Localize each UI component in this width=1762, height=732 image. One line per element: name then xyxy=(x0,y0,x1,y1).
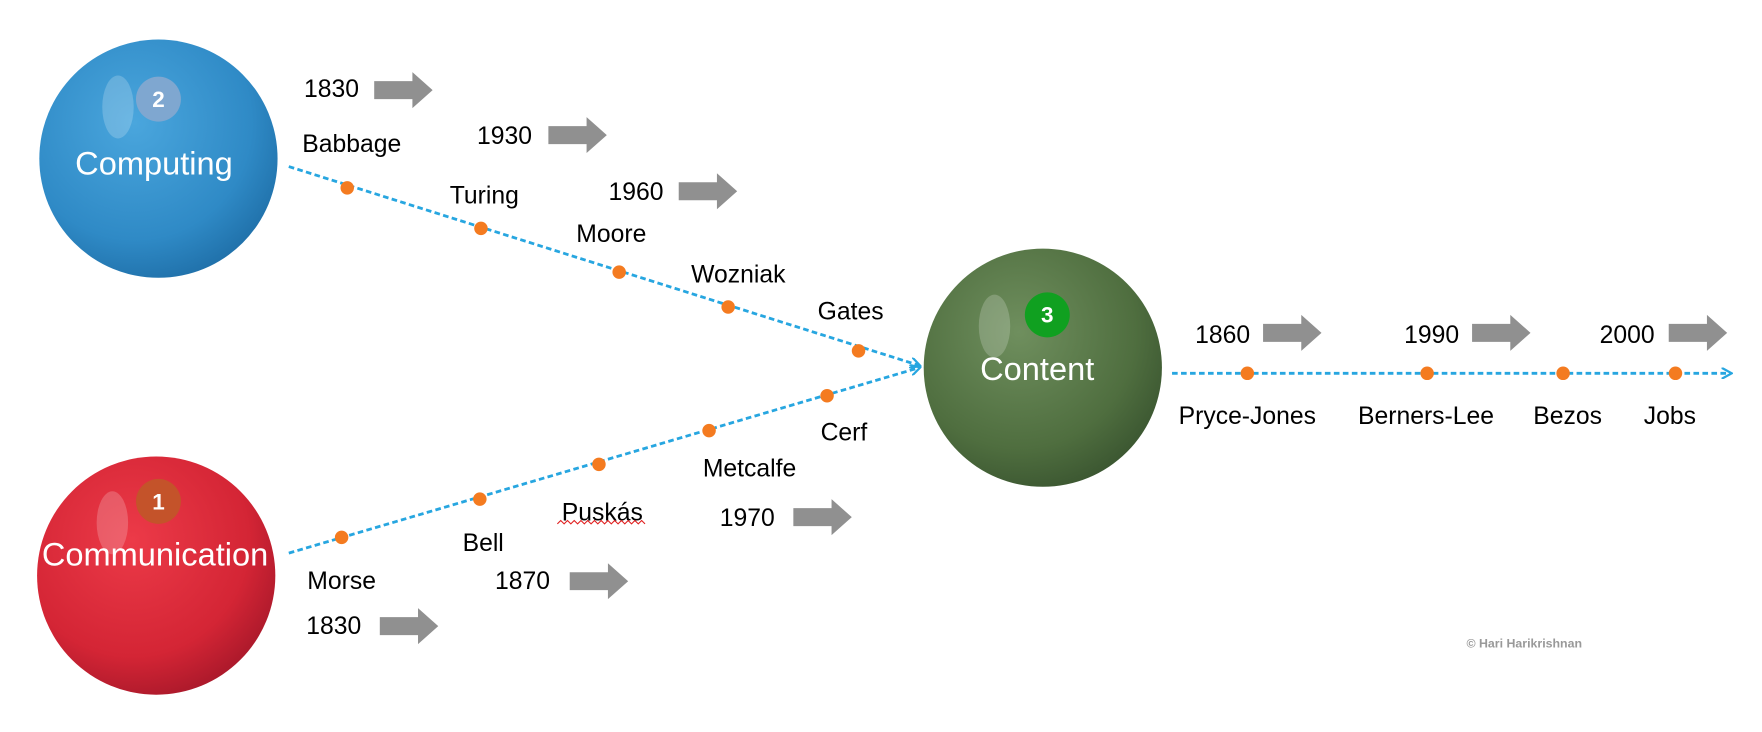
badge-content xyxy=(1024,292,1070,338)
person-label: Wozniak xyxy=(691,261,786,288)
node-label-computing: Computing xyxy=(75,145,233,181)
person-label: Jobs xyxy=(1644,403,1696,430)
arrow-right-icon xyxy=(1263,314,1322,351)
year-label: 1960 xyxy=(609,179,664,206)
badge-communication xyxy=(135,478,181,524)
communication-node: 1 Communication xyxy=(37,456,276,695)
dot xyxy=(721,300,735,314)
person-label: Morse xyxy=(307,568,376,595)
person-label: Moore xyxy=(576,221,646,248)
year-label: 1930 xyxy=(477,123,532,150)
timeline-dots xyxy=(334,181,1683,545)
arrow-right-icon xyxy=(569,563,629,600)
badge-number: 1 xyxy=(152,489,164,514)
copyright: © Hari Harikrishnan xyxy=(1466,636,1582,650)
computing-timeline xyxy=(288,165,919,366)
person-label: Cerf xyxy=(821,420,868,447)
person-label: Bezos xyxy=(1533,403,1602,430)
dot xyxy=(612,265,626,279)
badge-computing xyxy=(135,76,181,122)
dot xyxy=(1668,366,1683,381)
arrow-right-icon xyxy=(374,72,433,109)
year-label: 1870 xyxy=(495,568,550,595)
node-label-content: Content xyxy=(980,351,1094,387)
dot xyxy=(474,221,488,236)
year-label: 1830 xyxy=(304,76,359,103)
dot xyxy=(851,344,866,358)
node-label-communication: Communication xyxy=(42,536,268,572)
dot xyxy=(1420,366,1434,381)
dot xyxy=(334,530,349,545)
arrow-right-icon xyxy=(678,173,738,210)
dot xyxy=(1556,366,1570,381)
dot xyxy=(1240,366,1255,381)
computing-node: 2 Computing xyxy=(39,39,278,278)
person-label: Pryce-Jones xyxy=(1179,403,1316,430)
arrow-right-icon xyxy=(1668,314,1728,351)
person-label: Metcalfe xyxy=(703,456,796,483)
year-label: 1830 xyxy=(306,613,361,640)
arrow-right-icon xyxy=(793,499,852,536)
dot xyxy=(340,181,354,195)
person-label: Bell xyxy=(463,530,504,557)
badge-number: 3 xyxy=(1041,303,1054,328)
arrow-right-icon xyxy=(379,608,439,645)
content-node: 3 Content xyxy=(923,248,1162,487)
badge-number: 2 xyxy=(152,87,164,112)
person-label: Gates xyxy=(818,298,884,325)
dot xyxy=(820,389,834,403)
person-label: Berners-Lee xyxy=(1358,403,1494,430)
spellcheck-underline xyxy=(556,519,646,525)
dot xyxy=(473,492,487,506)
year-label: 1970 xyxy=(720,505,775,532)
person-label: Turing xyxy=(450,183,519,210)
dot xyxy=(702,423,716,438)
year-label: 1860 xyxy=(1195,322,1250,349)
person-label: Babbage xyxy=(302,131,401,158)
year-label: 2000 xyxy=(1600,322,1655,349)
arrow-right-icon xyxy=(1472,314,1531,351)
year-label: 1990 xyxy=(1404,322,1459,349)
dot xyxy=(592,457,606,472)
arrow-right-icon xyxy=(548,117,607,154)
